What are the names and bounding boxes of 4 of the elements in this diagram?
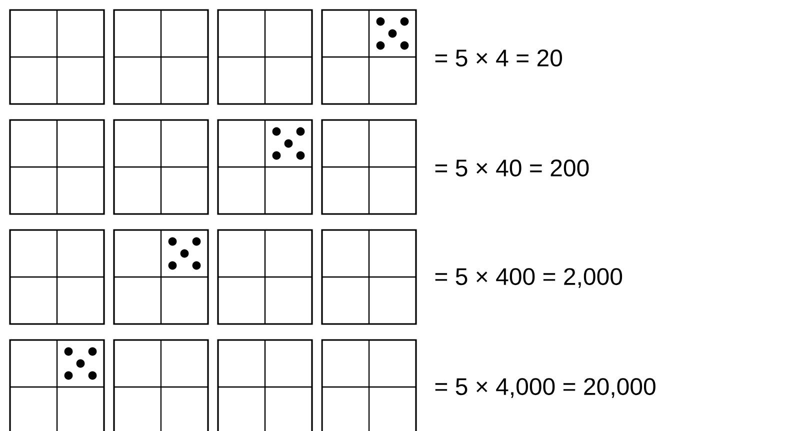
equation: = 5 × 4,000 = 20,000 <box>435 378 656 398</box>
equation: = 5 × 40 = 200 <box>435 160 589 176</box>
equation: = 5 × 4 = 20 <box>435 50 562 66</box>
equation: = 5 × 400 = 2,000 <box>435 268 622 288</box>
